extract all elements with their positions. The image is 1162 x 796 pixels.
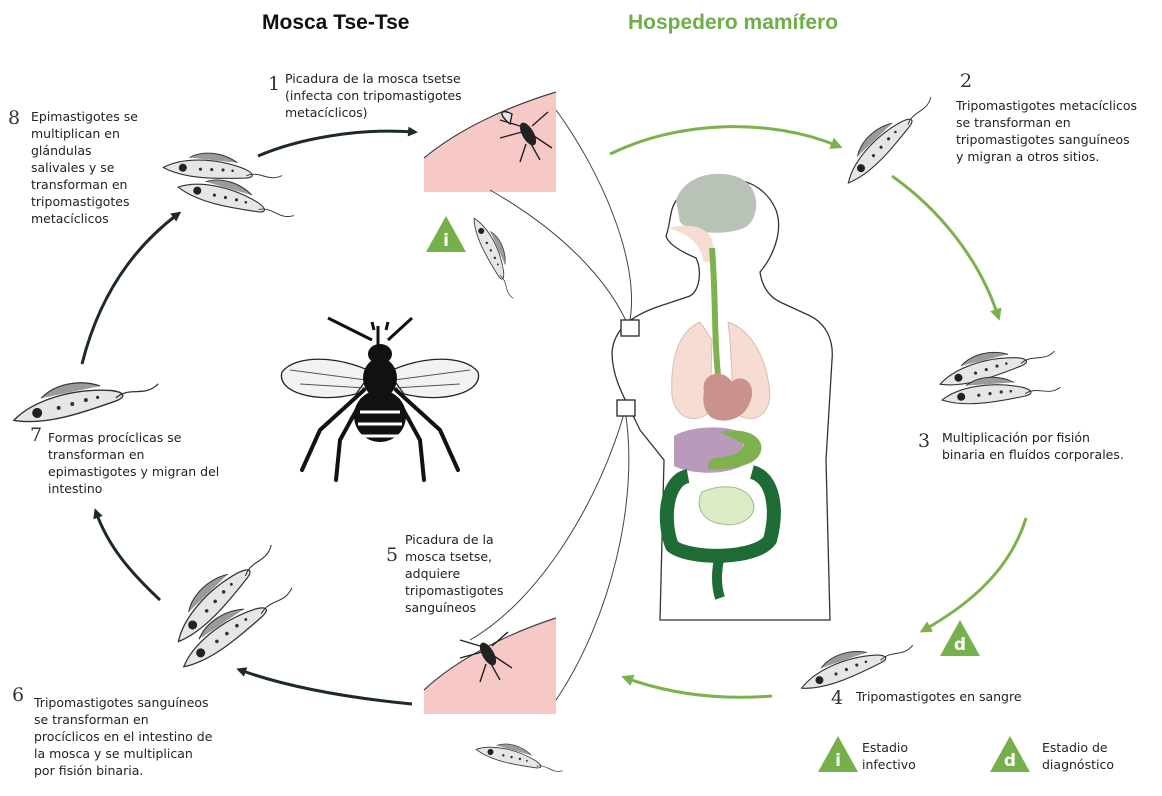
svg-text:d: d [1004, 751, 1016, 771]
trypomastigote-step-4 [796, 636, 917, 692]
arrow-8-to-1 [258, 131, 414, 156]
brain-icon [676, 174, 756, 233]
skin-patch-bottom [424, 618, 556, 714]
trypomastigote-group-3 [936, 341, 1060, 403]
diagnostic-stage-marker: d [940, 620, 980, 656]
arrow-6-to-7 [96, 512, 160, 600]
svg-text:d: d [954, 635, 966, 655]
legend-diagnostic-icon: d [990, 736, 1030, 772]
bite-site-box-top [621, 320, 639, 336]
bite-site-box-bottom [617, 400, 635, 416]
human-body-silhouette [612, 174, 832, 620]
skin-patch-top [424, 92, 556, 192]
svg-text:i: i [443, 231, 449, 251]
arrow-1-to-2 [610, 127, 838, 154]
small-intestine-icon [699, 487, 754, 525]
bloodstream-trypomastigote-bottom [475, 733, 565, 782]
arrow-7-to-8 [82, 214, 178, 364]
svg-text:i: i [835, 751, 841, 771]
arrow-3-to-4 [924, 518, 1026, 630]
infective-stage-marker: i [426, 216, 466, 252]
metacyclic-trypomastigote-top [471, 212, 520, 302]
arrow-5-to-6 [240, 670, 412, 704]
procyclic-form-7 [10, 372, 161, 425]
procyclic-group-6 [162, 536, 301, 670]
epimastigote-group-8 [163, 145, 298, 231]
tsetse-fly-illustration [281, 318, 478, 480]
trypomastigote-step-2 [834, 89, 942, 185]
arrow-4-to-5 [626, 678, 772, 697]
legend-infective-icon: i [818, 736, 858, 772]
arrow-2-to-3 [892, 176, 998, 316]
